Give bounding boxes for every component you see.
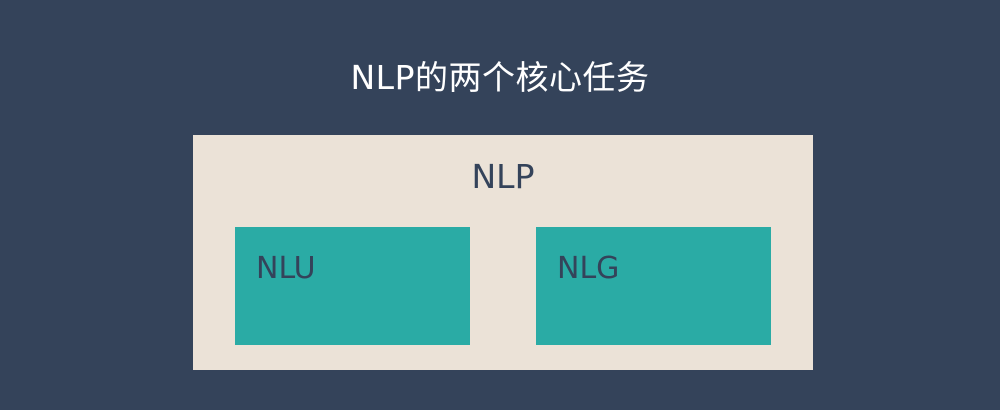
nlp-container-label: NLP [471, 157, 535, 196]
nlg-box-label: NLG [557, 251, 620, 286]
nlg-box: NLG [536, 227, 771, 345]
nlp-container: NLP NLU NLG [193, 135, 813, 370]
nlu-box: NLU [235, 227, 470, 345]
nlu-box-label: NLU [256, 251, 316, 286]
diagram-title: NLP的两个核心任务 [350, 58, 650, 97]
